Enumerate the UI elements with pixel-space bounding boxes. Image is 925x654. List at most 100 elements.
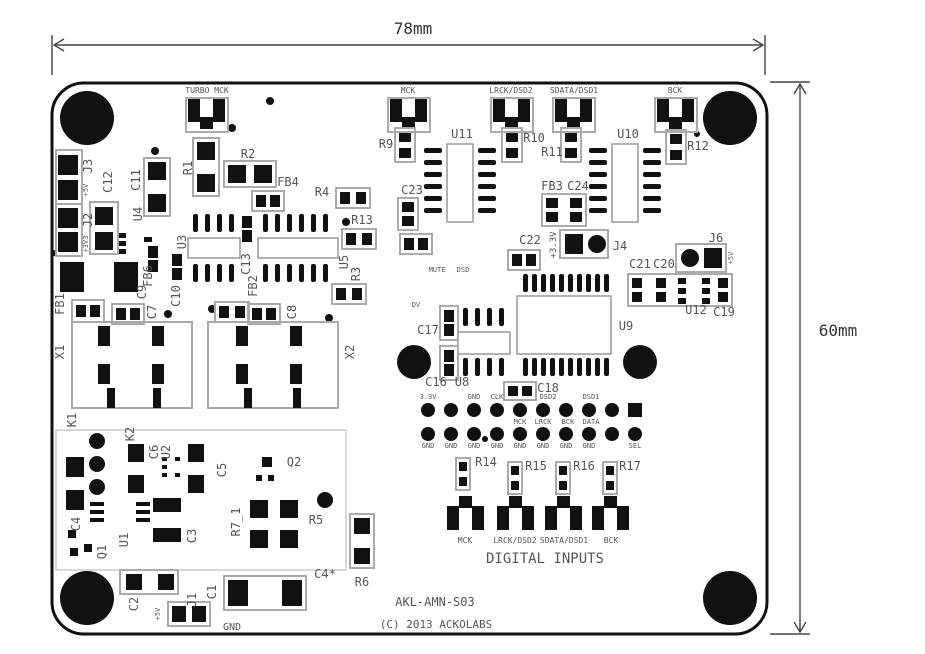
ref-u9: U9: [619, 319, 633, 333]
ref-c7: C7: [145, 305, 159, 319]
label-j3-voltage: +5V: [82, 183, 90, 196]
label-j1-gnd: GND: [223, 622, 241, 633]
label-j1-voltage: +5V: [154, 607, 162, 620]
hdr-top-label-5: DSD1: [583, 393, 600, 401]
ref-fb2: FB2: [246, 275, 260, 297]
ref-r12: R12: [687, 139, 709, 153]
mounting-hole-bottom-right: [703, 571, 757, 625]
ref-j4: J4: [613, 239, 627, 253]
ref-fb3: FB3: [541, 179, 563, 193]
hdr-bot-label-1: GND: [422, 442, 435, 450]
ref-u5: U5: [337, 255, 351, 269]
ref-r17: R17: [619, 459, 641, 473]
hdr-bot-label-7: GND: [560, 442, 573, 450]
label-dsd: DSD: [457, 266, 470, 274]
ref-u12: U12: [685, 303, 707, 317]
passive-pads: [58, 132, 728, 396]
height-dimension-label: 60mm: [819, 321, 858, 340]
ref-r16: R16: [573, 459, 595, 473]
label-j2-voltage: +3V3: [82, 236, 90, 253]
chip-u11: [424, 143, 496, 223]
ref-r1: R1: [181, 161, 195, 175]
hdr-top-label-1: 3.3V: [420, 393, 438, 401]
ref-r4: R4: [315, 185, 329, 199]
hdr-mid-label-4: DATA: [583, 418, 601, 426]
chip-u9: [516, 274, 612, 376]
chip-u10: [589, 143, 661, 223]
label-bottom-sdata: SDATA/DSD1: [540, 536, 588, 545]
hdr-top-label-3: CLK: [491, 393, 504, 401]
ref-c17: C17: [417, 323, 439, 337]
label-top-sdata: SDATA/DSD1: [550, 86, 598, 95]
ref-u10: U10: [617, 127, 639, 141]
ref-r14: R14: [475, 455, 497, 469]
label-mute: MUTE: [429, 266, 446, 274]
label-top-mck: MCK: [401, 86, 416, 95]
ref-j2: J2: [81, 213, 95, 227]
ref-c23: C23: [401, 183, 423, 197]
height-dimension: [770, 81, 810, 635]
ref-q1: Q1: [95, 545, 109, 559]
ref-u2: U2: [159, 445, 173, 459]
ref-c5: C5: [215, 463, 229, 477]
ref-c1: C1: [205, 585, 219, 599]
top-connectors: [188, 98, 694, 129]
ref-k2: K2: [123, 427, 137, 441]
ref-fb6: FB6: [141, 265, 155, 287]
ref-j1: J1: [185, 593, 199, 607]
ref-r15: R15: [525, 459, 547, 473]
ref-j6: J6: [709, 231, 723, 245]
ref-c22: C22: [519, 233, 541, 247]
ref-r3: R3: [349, 267, 363, 281]
chip-u8: [457, 308, 511, 376]
ref-r9: R9: [379, 137, 393, 151]
ref-r2: R2: [241, 147, 255, 161]
label-top-lrck: LRCK/DSD2: [489, 86, 533, 95]
mounting-hole-center-left: [397, 345, 431, 379]
section-title: DIGITAL INPUTS: [486, 551, 604, 567]
hdr-mid-label-2: LRCK: [535, 418, 553, 426]
label-dv: DV: [412, 301, 421, 309]
crystal-x2: [207, 321, 339, 409]
ref-x1: X1: [53, 345, 67, 359]
hdr-mid-label-3: BCK: [562, 418, 575, 426]
ref-c21: C21: [629, 257, 651, 271]
ref-fb4: FB4: [277, 175, 299, 189]
ref-c20: C20: [653, 257, 675, 271]
bottom-connectors: [447, 496, 629, 530]
label-bottom-lrck: LRCK/DSD2: [493, 536, 537, 545]
ref-c4: C4: [69, 517, 83, 531]
label-j6-voltage: +5V: [727, 251, 735, 264]
ref-fb1: FB1: [53, 293, 67, 315]
ref-u11: U11: [451, 127, 473, 141]
mounting-hole-bottom-left: [60, 571, 114, 625]
crystal-x1: [71, 321, 193, 409]
ref-c10: C10: [169, 285, 183, 307]
ref-r13: R13: [351, 213, 373, 227]
width-dimension-label: 78mm: [394, 19, 433, 38]
hdr-bot-label-6: GND: [537, 442, 550, 450]
digital-input-header: [421, 403, 642, 441]
label-j4-voltage: +3.3V: [549, 231, 559, 259]
ref-u3: U3: [175, 235, 189, 249]
ref-c8: C8: [285, 305, 299, 319]
hdr-mid-label-1: MCK: [514, 418, 527, 426]
hdr-bot-label-10: SEL: [629, 442, 642, 450]
hdr-bot-label-5: GND: [514, 442, 527, 450]
mounting-hole-top-right: [703, 91, 757, 145]
ref-r71: R7_1: [229, 508, 243, 537]
label-turbo-mck: TURBO MCK: [185, 86, 229, 95]
chip-u5: [257, 214, 339, 282]
ref-r11: R11: [541, 145, 563, 159]
ref-c11: C11: [129, 169, 143, 191]
hdr-bot-label-2: GND: [445, 442, 458, 450]
board-name: AKL-AMN-S03: [395, 595, 474, 609]
hdr-bot-label-3: GND: [468, 442, 481, 450]
hdr-bot-label-4: GND: [491, 442, 504, 450]
ref-r10: R10: [523, 131, 545, 145]
ref-u4: U4: [131, 207, 145, 221]
ref-c12: C12: [101, 171, 115, 193]
power-section: [55, 429, 370, 622]
